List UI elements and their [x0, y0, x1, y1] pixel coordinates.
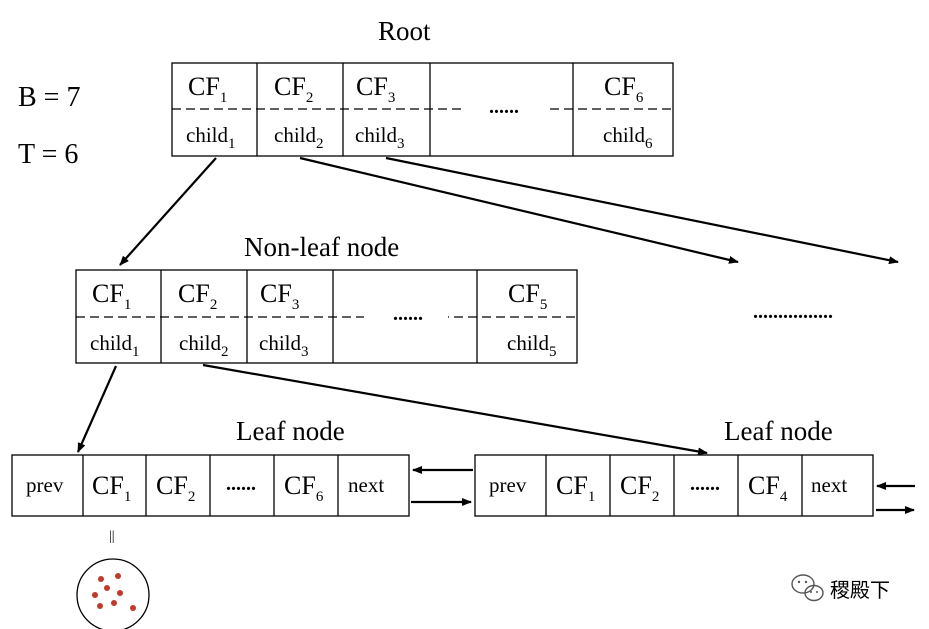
root-cf-6: CF6	[604, 72, 644, 106]
leaf-right-ellipsis: ......	[690, 473, 720, 495]
nonleaf-cf-1: CF1	[92, 279, 131, 313]
root-child-3: child3	[355, 123, 405, 152]
leaf-right-prev: prev	[489, 473, 527, 497]
leaf-right-next: next	[811, 473, 847, 497]
cluster-point	[98, 576, 104, 582]
arrow-root-to-nonleaf	[119, 157, 217, 266]
leaf-left-node: prev CF1 CF2 ...... CF6 next	[11, 454, 410, 517]
nonleaf-cf-2: CF2	[178, 279, 217, 313]
nonleaf-cf-5: CF5	[508, 279, 547, 313]
arrow-root-child2	[299, 156, 739, 264]
nonleaf-node: CF1 CF2 CF3 ...... CF5 child1 child2 chi…	[75, 269, 578, 364]
side-ellipsis: ................	[753, 301, 833, 323]
watermark-text: 稷殿下	[830, 579, 890, 602]
arrow-root-child3	[385, 156, 899, 265]
nonleaf-title: Non-leaf node	[244, 232, 399, 262]
root-cf-1: CF1	[188, 72, 227, 106]
root-child-1: child1	[186, 123, 236, 152]
leaf-right-title: Leaf node	[724, 416, 833, 446]
root-cf-3: CF3	[356, 72, 395, 106]
root-title: Root	[378, 16, 431, 46]
leaf-left-title: Leaf node	[236, 416, 345, 446]
param-t: T = 6	[18, 139, 78, 170]
nonleaf-child-3: child3	[259, 331, 309, 360]
leaf-right-cf-4: CF4	[748, 471, 788, 505]
leaf-left-next: next	[348, 473, 384, 497]
param-b: B = 7	[18, 82, 80, 113]
root-cf-2: CF2	[274, 72, 313, 106]
root-child-2: child2	[274, 123, 324, 152]
cluster-point	[104, 585, 110, 591]
root-ellipsis: ......	[489, 96, 519, 118]
cluster-point	[130, 605, 136, 611]
leaf-right-cf-2: CF2	[620, 471, 659, 505]
leaf-left-cf-6: CF6	[284, 471, 324, 505]
equals-mark: ||	[109, 529, 115, 544]
leaf-left-ellipsis: ......	[226, 473, 256, 495]
nonleaf-child-5: child5	[507, 331, 557, 360]
nonleaf-child-2: child2	[179, 331, 229, 360]
nonleaf-child-1: child1	[90, 331, 140, 360]
leaf-right-cf-1: CF1	[556, 471, 595, 505]
cluster-point	[111, 600, 117, 606]
leaf-right-node: prev CF1 CF2 ...... CF4 next	[474, 454, 874, 517]
leaf-left-prev: prev	[26, 473, 64, 497]
cluster-circle	[76, 558, 150, 629]
cluster-point	[115, 573, 121, 579]
cluster-points	[92, 573, 136, 611]
cluster-point	[97, 603, 103, 609]
nonleaf-cf-3: CF3	[260, 279, 299, 313]
leaf-left-cf-2: CF2	[156, 471, 195, 505]
root-node: CF1 CF2 CF3 ...... CF6 child1 child2 chi…	[171, 62, 674, 157]
leaf-left-cf-1: CF1	[92, 471, 131, 505]
arrow-nonleaf-to-leaf-right	[202, 363, 708, 456]
root-child-6: child6	[603, 123, 653, 152]
arrow-nonleaf-to-leaf-left	[76, 365, 118, 453]
wechat-icon	[791, 574, 824, 602]
cluster-point	[92, 592, 98, 598]
nonleaf-ellipsis: ......	[393, 303, 423, 325]
cluster-point	[117, 590, 123, 596]
watermark: 稷殿下	[791, 574, 890, 602]
